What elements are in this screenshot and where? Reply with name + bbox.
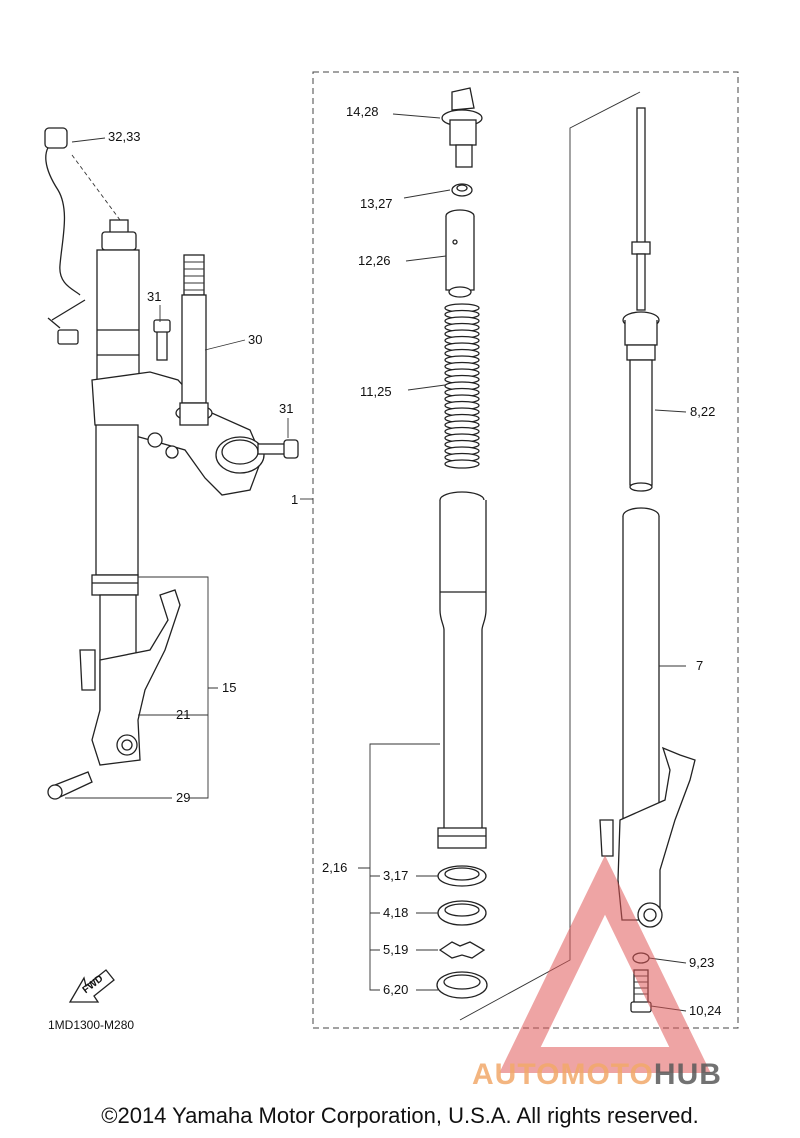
callout-12-26: 12,26 [358,253,391,268]
callout-32-33: 32,33 [108,129,141,144]
inner-tube-2-16 [437,491,487,849]
copyright-notice: ©2014 Yamaha Motor Corporation, U.S.A. A… [101,1103,699,1128]
assembly-1-boundary [312,71,739,1029]
steering-stem [175,254,213,426]
callout-30: 30 [248,332,263,347]
callout-7: 7 [696,658,704,673]
callout-2-16: 2,16 [322,860,348,875]
washer-13-27 [451,183,473,197]
callout-8-22: 8,22 [690,404,716,419]
bolt-31-top [153,319,171,361]
fwd-arrow-icon [68,969,115,1003]
callout-15: 15 [222,680,237,695]
callout-9-23: 9,23 [689,955,715,970]
assembled-fork [44,127,265,800]
callout-31-top: 31 [147,289,162,304]
callout-31-side: 31 [279,401,294,416]
callout-10-24: 10,24 [689,1003,722,1018]
callout-21: 21 [176,707,191,722]
watermark-text: AUTOMOTOHUB [472,1058,722,1092]
callout-14-28: 14,28 [346,104,379,119]
callout-13-27: 13,27 [360,196,393,211]
callout-6-20: 6,20 [383,982,409,997]
spacer-12-26 [445,209,475,298]
damper-rod-8-22 [622,107,660,492]
watermark-text-part1: AUTOMOTO [472,1058,654,1091]
seals-3-to-6 [436,865,488,999]
adjuster-14-28 [441,87,483,168]
callout-3-17: 3,17 [383,868,409,883]
callout-1: 1 [291,492,299,507]
callout-4-18: 4,18 [383,905,409,920]
spring-coil [444,459,480,469]
bolt-31-side [257,439,299,459]
callout-29: 29 [176,790,191,805]
watermark-triangle-icon [499,855,711,1073]
callout-11-25: 11,25 [360,384,392,399]
spring-11-25 [444,303,480,469]
diagram-code: 1MD1300-M280 [48,1018,135,1032]
callout-5-19: 5,19 [383,942,409,957]
watermark-text-part2: HUB [653,1058,722,1091]
outer-tube-7 [622,507,660,861]
